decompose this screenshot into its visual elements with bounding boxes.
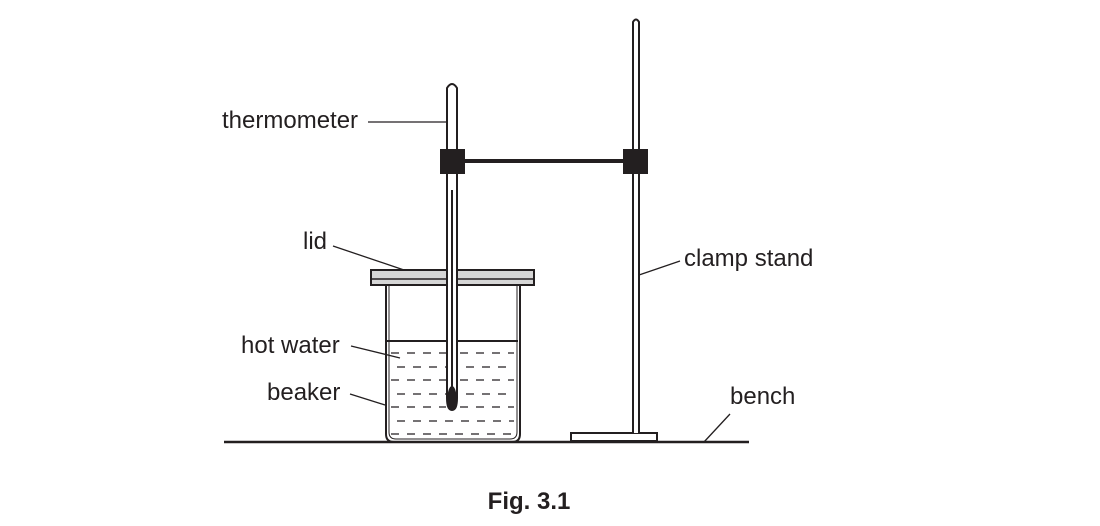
- beaker-inner-wall: [388, 286, 518, 440]
- beaker-label: beaker: [267, 379, 340, 406]
- clamp-stand-rod: [632, 18, 640, 433]
- bench-label: bench: [730, 383, 795, 410]
- hot-water-leader: [350, 345, 401, 359]
- figure-caption: Fig. 3.1: [488, 488, 571, 515]
- clamp-stand-label: clamp stand: [684, 245, 813, 272]
- thermometer-clamp: [440, 149, 465, 174]
- thermometer-label: thermometer: [222, 107, 358, 134]
- hot-water-label: hot water: [241, 332, 340, 359]
- beaker-leader: [349, 393, 386, 406]
- clamp-stand-leader: [638, 260, 681, 276]
- bench-leader: [703, 413, 731, 443]
- lid-label: lid: [303, 228, 327, 255]
- thermometer: [446, 83, 458, 412]
- clamp-stand-base: [570, 432, 658, 442]
- boss-head: [623, 149, 648, 174]
- lid-leader: [332, 245, 405, 271]
- hot-water: [391, 352, 514, 435]
- beaker-outer-wall: [385, 286, 521, 443]
- thermometer-bulb: [447, 386, 457, 410]
- beaker: [385, 286, 521, 443]
